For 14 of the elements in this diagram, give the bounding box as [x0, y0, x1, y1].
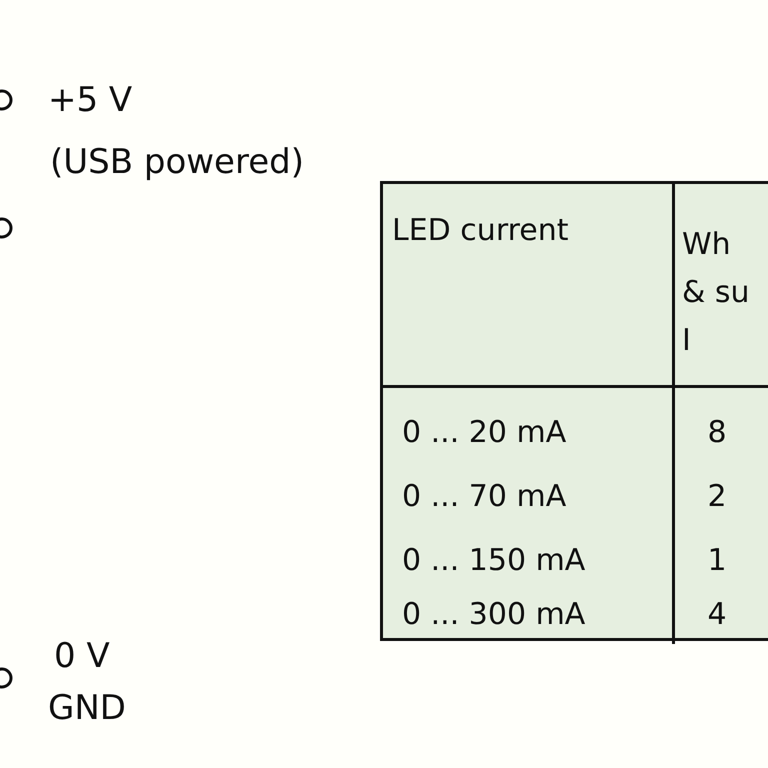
terminal-label: +5 V: [48, 80, 132, 120]
header-cell-text: Wh & su I: [682, 226, 751, 360]
table-cell-text: 4: [706, 596, 728, 634]
table-cell-text: 0 ... 70 mA: [402, 478, 566, 516]
table-cell-text: 8: [706, 414, 728, 452]
table-cell-text: 1: [706, 542, 728, 580]
table-cell-text: 0 ... 150 mA: [402, 542, 586, 580]
table-cell-text: 0 ... 20 mA: [402, 414, 566, 452]
table-cell-text: 2: [706, 478, 728, 516]
header-cell-text: LED current: [392, 212, 569, 250]
terminal-label: GND: [48, 688, 126, 728]
note-text: (USB powered): [50, 142, 304, 182]
table-cell-text: 0 ... 300 mA: [402, 596, 586, 634]
terminal-label: 0 V: [54, 636, 110, 676]
